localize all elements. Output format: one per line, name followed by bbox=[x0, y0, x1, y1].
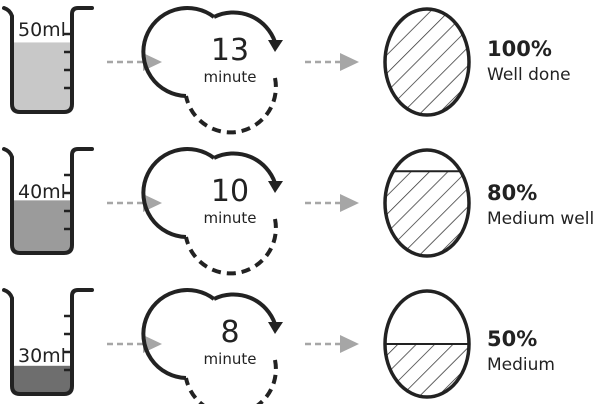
beaker-icon: 30ml bbox=[2, 288, 94, 396]
liquid-level bbox=[12, 365, 72, 394]
arrow-icon bbox=[107, 53, 162, 71]
egg-icon bbox=[383, 148, 471, 258]
liquid-level bbox=[12, 42, 72, 112]
time-unit: minute bbox=[204, 209, 257, 227]
arrow-icon bbox=[107, 194, 162, 212]
doneness-label: Medium well bbox=[487, 209, 594, 229]
row-medium-well: 40ml 10 minute 80% Medium well bbox=[2, 147, 594, 276]
doneness-percent: 80% bbox=[487, 181, 537, 205]
timer-icon: 13 minute bbox=[141, 6, 283, 135]
egg-icon bbox=[383, 289, 471, 399]
row-well-done: 50ml 13 minute 100% Well done bbox=[2, 6, 571, 135]
volume-label: 40ml bbox=[18, 181, 66, 203]
doneness-percent: 50% bbox=[487, 327, 537, 351]
volume-label: 50ml bbox=[18, 19, 66, 41]
timer-icon: 10 minute bbox=[141, 147, 283, 276]
time-unit: minute bbox=[204, 350, 257, 368]
doneness-percent: 100% bbox=[487, 37, 552, 61]
time-value: 13 bbox=[211, 33, 249, 68]
arrow-icon bbox=[305, 335, 359, 353]
doneness-label: Medium bbox=[487, 355, 555, 375]
arrow-icon bbox=[305, 53, 359, 71]
volume-label: 30ml bbox=[18, 345, 66, 367]
time-value: 10 bbox=[211, 174, 249, 209]
arrow-icon bbox=[305, 194, 359, 212]
doneness-fill bbox=[385, 9, 469, 115]
beaker-icon: 40ml bbox=[2, 147, 94, 255]
liquid-level bbox=[12, 200, 72, 253]
time-value: 8 bbox=[220, 315, 239, 350]
doneness-fill bbox=[385, 344, 469, 397]
beaker-icon: 50ml bbox=[2, 6, 94, 114]
time-unit: minute bbox=[204, 68, 257, 86]
row-medium: 30ml 8 minute 50% Medium bbox=[2, 288, 555, 404]
arrow-icon bbox=[107, 335, 162, 353]
egg-icon bbox=[383, 7, 471, 117]
doneness-label: Well done bbox=[487, 65, 571, 85]
timer-icon: 8 minute bbox=[141, 288, 283, 404]
